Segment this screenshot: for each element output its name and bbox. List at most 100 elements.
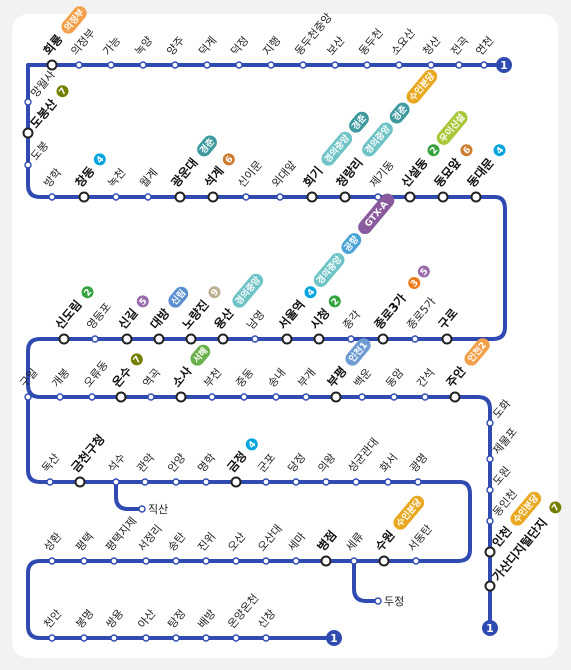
station-marker[interactable]: [78, 191, 90, 203]
station-marker[interactable]: [240, 393, 248, 401]
station-marker[interactable]: [411, 335, 419, 343]
station-marker[interactable]: [202, 557, 210, 565]
station-marker[interactable]: [172, 478, 180, 486]
station-marker[interactable]: [486, 517, 494, 525]
station-marker[interactable]: [153, 333, 165, 345]
station-marker[interactable]: [322, 478, 330, 486]
station-marker[interactable]: [48, 557, 56, 565]
station-marker[interactable]: [112, 478, 120, 486]
station-marker[interactable]: [262, 634, 270, 642]
station-marker[interactable]: [470, 191, 482, 203]
station-marker[interactable]: [292, 557, 300, 565]
station-marker[interactable]: [142, 634, 150, 642]
station-marker[interactable]: [347, 335, 355, 343]
station-marker[interactable]: [91, 335, 99, 343]
station-marker[interactable]: [421, 393, 429, 401]
station-marker[interactable]: [171, 61, 179, 69]
station-marker[interactable]: [24, 161, 32, 169]
station-marker[interactable]: [115, 391, 127, 403]
station-marker[interactable]: [175, 391, 187, 403]
station-marker[interactable]: [331, 61, 339, 69]
station-marker[interactable]: [138, 505, 146, 513]
station-marker[interactable]: [22, 127, 34, 139]
station-marker[interactable]: [281, 333, 293, 345]
station-marker[interactable]: [121, 333, 133, 345]
station-marker[interactable]: [46, 478, 54, 486]
station-marker[interactable]: [235, 61, 243, 69]
station-marker[interactable]: [339, 191, 351, 203]
station-marker[interactable]: [232, 557, 240, 565]
station-marker[interactable]: [232, 634, 240, 642]
station-marker[interactable]: [80, 557, 88, 565]
station-marker[interactable]: [172, 557, 180, 565]
station-marker[interactable]: [74, 476, 86, 488]
station-marker[interactable]: [267, 61, 275, 69]
station-marker[interactable]: [363, 61, 371, 69]
station-marker[interactable]: [272, 393, 280, 401]
station-marker[interactable]: [107, 61, 115, 69]
station-marker[interactable]: [384, 478, 392, 486]
station-marker[interactable]: [88, 393, 96, 401]
station-marker[interactable]: [437, 191, 449, 203]
station-marker[interactable]: [486, 486, 494, 494]
station-marker[interactable]: [262, 478, 270, 486]
station-marker[interactable]: [141, 478, 149, 486]
station-marker[interactable]: [412, 557, 420, 565]
station-marker[interactable]: [330, 391, 342, 403]
station-marker[interactable]: [202, 634, 210, 642]
station-marker[interactable]: [80, 634, 88, 642]
station-marker[interactable]: [262, 557, 270, 565]
station-marker[interactable]: [48, 193, 56, 201]
station-marker[interactable]: [302, 393, 310, 401]
station-marker[interactable]: [139, 61, 147, 69]
station-marker[interactable]: [251, 335, 259, 343]
station-marker[interactable]: [203, 61, 211, 69]
station-marker[interactable]: [292, 478, 300, 486]
station-marker[interactable]: [242, 193, 250, 201]
station-marker[interactable]: [306, 191, 318, 203]
station-marker[interactable]: [185, 333, 197, 345]
station-marker[interactable]: [480, 61, 488, 69]
station-marker[interactable]: [75, 61, 83, 69]
station-marker[interactable]: [455, 61, 463, 69]
station-marker[interactable]: [202, 478, 210, 486]
station-marker[interactable]: [350, 557, 358, 565]
station-marker[interactable]: [112, 193, 120, 201]
station-marker[interactable]: [299, 61, 307, 69]
station-marker[interactable]: [147, 393, 155, 401]
station-marker[interactable]: [174, 191, 186, 203]
station-marker[interactable]: [352, 478, 360, 486]
station-marker[interactable]: [390, 393, 398, 401]
station-marker[interactable]: [484, 580, 496, 592]
station-marker[interactable]: [414, 478, 422, 486]
station-marker[interactable]: [48, 634, 56, 642]
station-marker[interactable]: [110, 557, 118, 565]
station-marker[interactable]: [217, 333, 229, 345]
station-marker[interactable]: [395, 61, 403, 69]
station-marker[interactable]: [378, 555, 390, 567]
station-marker[interactable]: [441, 333, 453, 345]
station-marker[interactable]: [24, 98, 32, 106]
station-marker[interactable]: [404, 191, 416, 203]
station-marker[interactable]: [358, 393, 366, 401]
station-marker[interactable]: [144, 193, 152, 201]
station-marker[interactable]: [56, 393, 64, 401]
station-marker[interactable]: [230, 476, 242, 488]
station-marker[interactable]: [207, 191, 219, 203]
station-marker[interactable]: [486, 419, 494, 427]
station-marker[interactable]: [374, 193, 382, 201]
station-marker[interactable]: [377, 333, 389, 345]
station-marker[interactable]: [313, 333, 325, 345]
station-marker[interactable]: [172, 634, 180, 642]
station-marker[interactable]: [374, 597, 382, 605]
station-marker[interactable]: [484, 546, 496, 558]
station-marker[interactable]: [110, 634, 118, 642]
station-marker[interactable]: [58, 333, 70, 345]
station-marker[interactable]: [449, 391, 461, 403]
station-marker[interactable]: [46, 59, 58, 71]
station-marker[interactable]: [486, 455, 494, 463]
station-marker[interactable]: [320, 555, 332, 567]
station-marker[interactable]: [142, 557, 150, 565]
station-marker[interactable]: [24, 393, 32, 401]
station-marker[interactable]: [427, 61, 435, 69]
